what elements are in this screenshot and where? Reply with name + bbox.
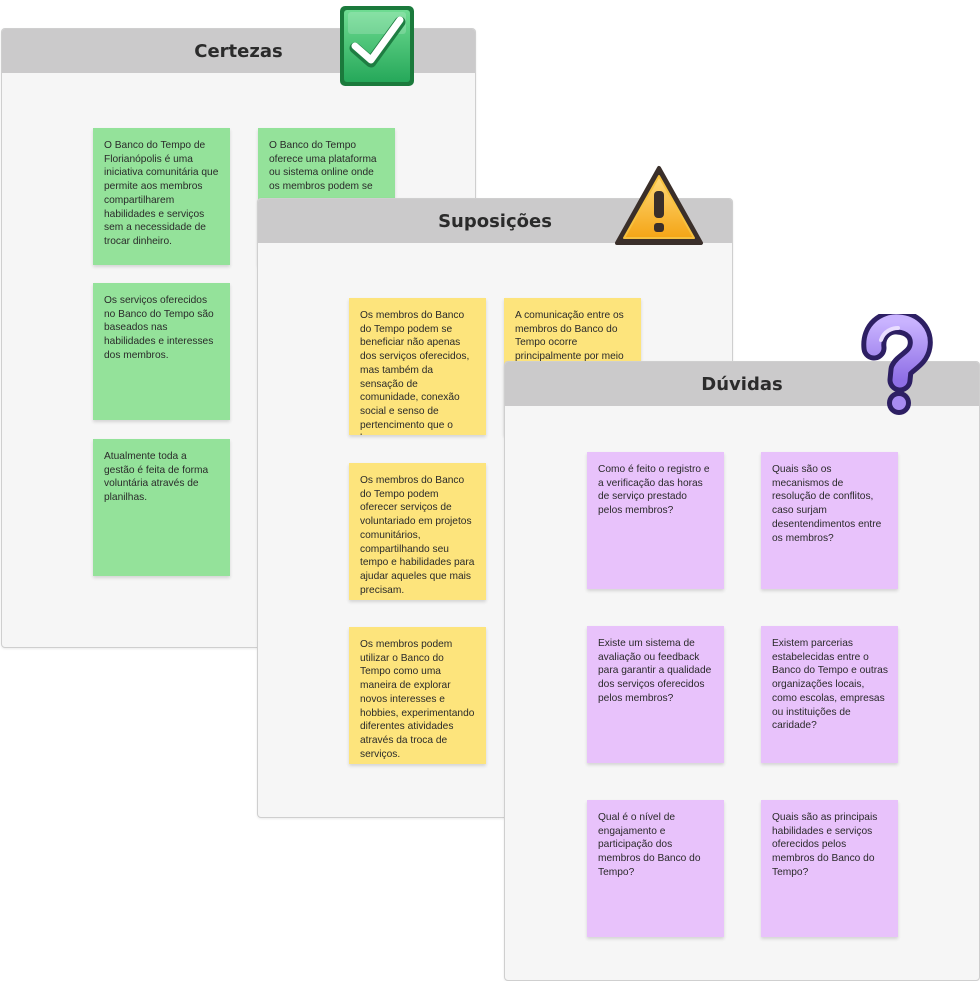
board-title: Suposições <box>438 210 552 232</box>
sticky-note[interactable]: Atualmente toda a gestão é feita de form… <box>93 439 230 576</box>
board-title: Certezas <box>194 40 283 62</box>
question-mark-icon <box>861 314 933 415</box>
sticky-note[interactable]: Os serviços oferecidos no Banco do Tempo… <box>93 283 230 420</box>
sticky-note[interactable]: Quais são os mecanismos de resolução de … <box>761 452 898 589</box>
sticky-note[interactable]: Existe um sistema de avaliação ou feedba… <box>587 626 724 763</box>
board-suposicoes[interactable]: Suposições Os membros do Banco do Tempo … <box>257 198 733 818</box>
sticky-note[interactable]: Quais são as principais habilidades e se… <box>761 800 898 937</box>
board-duvidas[interactable]: Dúvidas Como é feito o registro e a veri… <box>504 361 980 981</box>
sticky-note[interactable]: Os membros do Banco do Tempo podem se be… <box>349 298 486 435</box>
sticky-note[interactable]: Os membros do Banco do Tempo podem ofere… <box>349 463 486 600</box>
sticky-note[interactable]: Existem parcerias estabelecidas entre o … <box>761 626 898 763</box>
warning-icon <box>615 166 703 245</box>
sticky-note[interactable]: Qual é o nível de engajamento e particip… <box>587 800 724 937</box>
board-title: Dúvidas <box>701 373 783 395</box>
checkmark-icon <box>340 6 414 86</box>
sticky-note[interactable]: O Banco do Tempo de Florianópolis é uma … <box>93 128 230 265</box>
sticky-note[interactable]: Os membros podem utilizar o Banco do Tem… <box>349 627 486 764</box>
sticky-note[interactable]: Como é feito o registro e a verificação … <box>587 452 724 589</box>
